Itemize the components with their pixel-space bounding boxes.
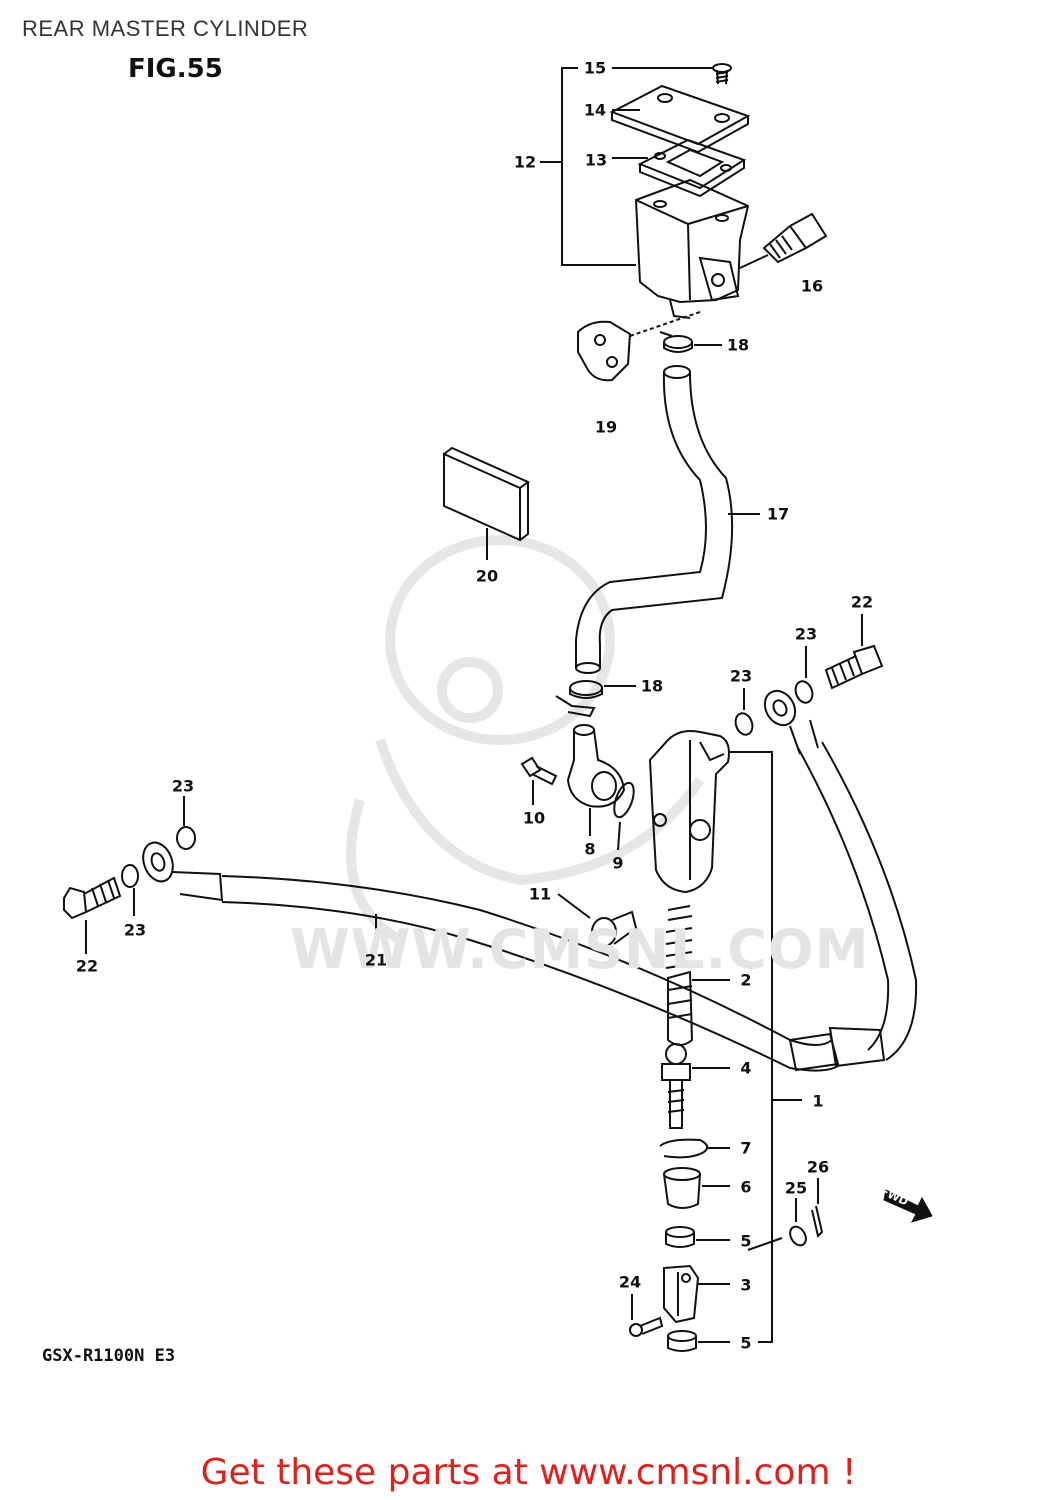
pushrod-4 [661,1043,691,1129]
callout-5-upper: 5 [740,1231,752,1251]
clamp-18-bottom [555,680,603,718]
gasket-19 [577,320,632,382]
hose-17 [575,365,734,674]
screw-15 [712,63,732,85]
pin-24 [629,1316,664,1337]
washer-25 [789,1225,807,1247]
nut-5-lower [667,1330,697,1352]
footer-link[interactable]: Get these parts at www.cmsnl.com ! [200,1452,857,1493]
label-box-20 [443,446,530,542]
leader-5-lower-ext [747,1237,783,1251]
callout-3: 3 [740,1275,752,1295]
watermark-text: WWW.CMSNL.COM [290,918,870,981]
bracket-1 [728,751,773,1343]
callout-15: 15 [583,58,607,78]
callout-6: 6 [740,1177,752,1197]
washer-23-left-lower [121,864,139,888]
master-cylinder-body [648,730,730,894]
callout-23-left-lower: 23 [123,920,147,940]
callout-9: 9 [612,853,624,873]
model-code: GSX-R1100N E3 [42,1346,176,1366]
cotter-pin-26 [811,1205,824,1238]
callout-22-left: 22 [75,956,99,976]
reservoir-cap-14 [609,84,751,154]
bolt-22-left [63,876,122,920]
callout-4: 4 [740,1058,752,1078]
callout-18-bottom: 18 [640,676,664,696]
callout-1: 1 [812,1091,824,1111]
diaphragm-13 [637,138,747,198]
screw-11 [591,910,638,947]
leader-16 [739,254,769,269]
callout-25: 25 [784,1178,808,1198]
callout-5-lower: 5 [740,1333,752,1353]
callout-14: 14 [583,100,607,120]
callout-8: 8 [584,839,596,859]
callout-2: 2 [740,970,752,990]
leader-9 [617,821,621,851]
bolt-16 [762,212,828,264]
callout-19: 19 [594,417,618,437]
washer-23-right [794,680,814,704]
callout-11: 11 [528,884,552,904]
callout-7: 7 [740,1138,752,1158]
boot-6 [663,1167,701,1209]
hose-fitting-8 [566,724,626,808]
bolt-22-right [824,644,884,690]
callout-23-left-upper: 23 [171,776,195,796]
o-ring-9 [613,781,635,819]
nut-5-upper [665,1226,695,1248]
callout-26: 26 [806,1157,830,1177]
callout-12: 12 [513,152,537,172]
callout-20: 20 [475,566,499,586]
callout-21: 21 [364,950,388,970]
parts-diagram [63,63,933,1352]
brake-hose-21 [142,841,840,1072]
fwd-arrow-icon [883,1189,933,1223]
callout-23-right: 23 [794,624,818,644]
bracket-12 [561,67,636,266]
callout-17: 17 [766,504,790,524]
leader-11 [557,893,591,919]
callout-23-center: 23 [729,666,753,686]
figure-label: FIG.55 [128,54,223,84]
circlip-7 [659,1138,709,1159]
washer-23-left-upper [176,826,196,850]
callout-22-right: 22 [850,592,874,612]
screw-10 [520,756,558,786]
watermark-mascot [346,535,705,945]
callout-13: 13 [584,150,608,170]
callout-10: 10 [522,808,546,828]
clevis-3 [663,1264,700,1324]
washer-23-center [734,712,754,736]
callout-24: 24 [618,1272,642,1292]
callout-16: 16 [800,276,824,296]
leader-19 [629,311,701,337]
clamp-18-top [659,331,693,353]
page-title: REAR MASTER CYLINDER [22,16,309,41]
callout-18-top: 18 [726,335,750,355]
reservoir-body [634,178,750,319]
banjo-hose-right [763,689,918,1068]
